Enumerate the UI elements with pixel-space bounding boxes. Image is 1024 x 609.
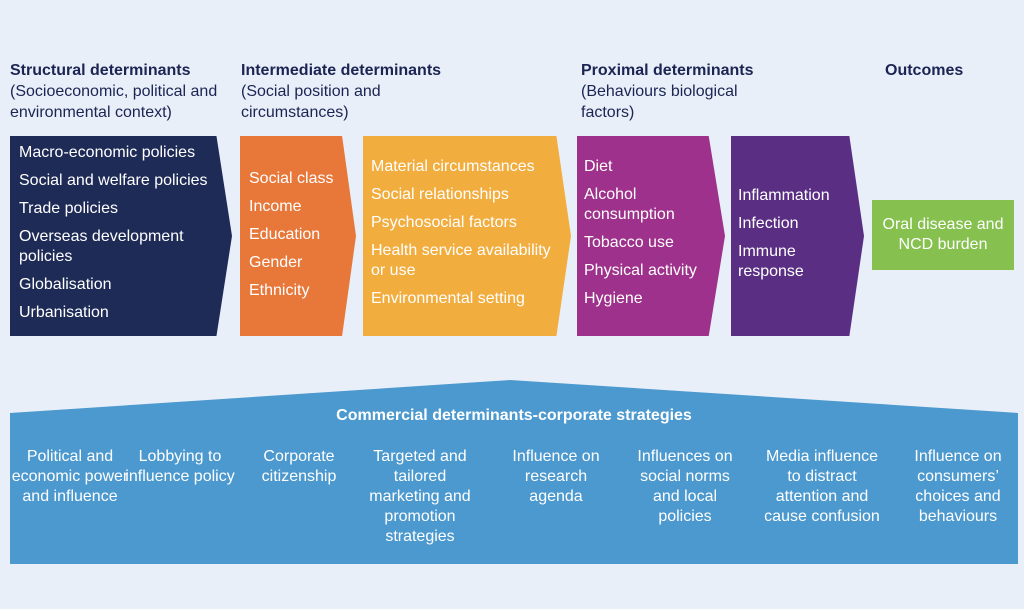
commercial-item: Influence on consumers’ choices and beha… <box>914 448 1002 525</box>
circumstances-item: Psychosocial factors <box>371 214 517 231</box>
commercial-item: Influence on research agenda <box>512 448 600 505</box>
outcomes-header-title: Outcomes <box>885 62 964 79</box>
structural-item: Social and welfare policies <box>19 172 208 189</box>
structural-header-subtitle: (Socioeconomic, political and environmen… <box>10 83 218 121</box>
behaviour-item: Alcohol consumption <box>584 186 675 223</box>
outcome-text: Oral disease and NCD burden <box>882 216 1004 253</box>
biological-item: Inflammation <box>738 187 830 204</box>
outcomes-header: Outcomes <box>885 60 1005 81</box>
intermediate-header: Intermediate determinants (Social positi… <box>241 60 442 123</box>
social-item: Social class <box>249 170 334 187</box>
proximal-header-title: Proximal determinants <box>581 62 754 79</box>
social-item: Gender <box>249 254 303 271</box>
biological-item: Immune response <box>738 243 804 280</box>
structural-item: Globalisation <box>19 276 112 293</box>
commercial-item: Targeted and tailored marketing and prom… <box>369 448 471 545</box>
commercial-item: Influences on social norms and local pol… <box>637 448 733 525</box>
social-item: Ethnicity <box>249 282 310 299</box>
structural-item: Trade policies <box>19 200 119 217</box>
behaviours-box: Diet Alcohol consumption Tobacco use Phy… <box>577 136 725 336</box>
circumstances-item: Health service availability or use <box>371 242 551 279</box>
proximal-header-subtitle: (Behaviours biological factors) <box>581 83 738 121</box>
commercial-item: Political and economic power and influen… <box>11 448 129 505</box>
structural-header-title: Structural determinants <box>10 62 191 79</box>
behaviour-item: Hygiene <box>584 290 643 307</box>
social-item: Income <box>249 198 302 215</box>
behaviour-item: Diet <box>584 158 613 175</box>
commercial-panel-shape <box>10 380 1018 564</box>
proximal-header: Proximal determinants (Behaviours biolog… <box>581 60 761 123</box>
biological-factors-box: Inflammation Infection Immune response <box>731 136 864 336</box>
behaviour-item: Physical activity <box>584 262 697 279</box>
biological-item: Infection <box>738 215 799 232</box>
structural-determinants-box: Macro-economic policies Social and welfa… <box>10 136 232 336</box>
commercial-item: Corporate citizenship <box>261 448 337 485</box>
outcome-box: Oral disease and NCD burden <box>872 200 1014 270</box>
structural-item: Urbanisation <box>19 304 109 321</box>
circumstances-box: Material circumstances Social relationsh… <box>363 136 571 336</box>
social-position-box: Social class Income Education Gender Eth… <box>240 136 356 336</box>
circumstances-item: Environmental setting <box>371 290 525 307</box>
behaviour-item: Tobacco use <box>584 234 674 251</box>
commercial-determinants-panel: Commercial determinants-corporate strate… <box>10 380 1018 564</box>
social-item: Education <box>249 226 321 243</box>
commercial-item: Media influence to distract attention an… <box>764 448 880 525</box>
intermediate-header-title: Intermediate determinants <box>241 62 442 79</box>
circumstances-item: Material circumstances <box>371 158 535 175</box>
intermediate-header-subtitle: (Social position and circumstances) <box>241 83 381 121</box>
structural-header: Structural determinants (Socioeconomic, … <box>10 60 235 123</box>
structural-item: Macro-economic policies <box>19 144 196 161</box>
commercial-item: Lobbying to influence policy <box>125 448 235 485</box>
structural-item: Overseas development policies <box>19 228 184 265</box>
circumstances-item: Social relationships <box>371 186 509 203</box>
commercial-title: Commercial determinants-corporate strate… <box>336 407 692 424</box>
